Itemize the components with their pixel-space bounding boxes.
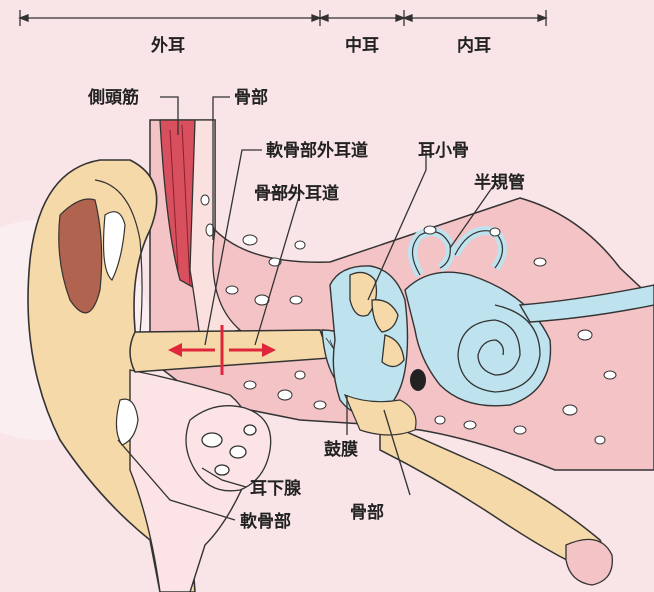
section-middle-ear-label: 中耳 xyxy=(345,35,379,56)
label-cartilage: 軟骨部 xyxy=(240,511,291,532)
section-ruler xyxy=(20,10,546,26)
label-ossicles: 耳小骨 xyxy=(418,141,469,161)
label-bone-top: 骨部 xyxy=(234,87,268,108)
label-parotid-gland: 耳下腺 xyxy=(250,478,302,499)
section-outer-ear-label: 外耳 xyxy=(151,35,185,56)
label-cartilaginous-canal: 軟骨部外耳道 xyxy=(266,140,368,161)
section-inner-ear-label: 内耳 xyxy=(457,35,491,56)
round-window xyxy=(410,369,426,391)
label-bone-bottom: 骨部 xyxy=(350,502,384,523)
label-semicircular-canals: 半規管 xyxy=(474,172,525,193)
label-temporalis: 側頭筋 xyxy=(87,87,139,108)
label-bony-canal: 骨部外耳道 xyxy=(254,183,339,204)
label-eardrum: 鼓膜 xyxy=(324,439,358,460)
lower-bone-end xyxy=(566,539,612,585)
